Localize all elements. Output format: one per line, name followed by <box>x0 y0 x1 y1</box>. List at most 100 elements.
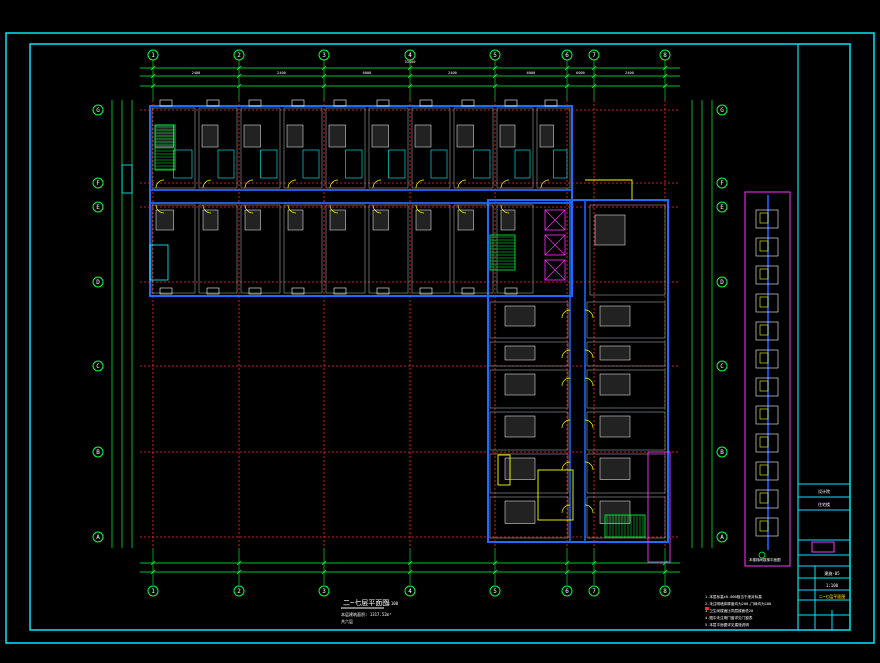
stair-detail-room <box>755 377 779 397</box>
axis-left-D-label: D <box>96 279 100 286</box>
bathroom-lower <box>500 209 516 231</box>
axis-bottom-3-circle <box>318 585 330 597</box>
window-tag <box>419 287 433 295</box>
floor-plan <box>121 99 671 563</box>
bathroom-right <box>599 345 631 361</box>
title-block-sheet: 二~七层平面图 <box>819 593 845 599</box>
note-marker <box>705 607 709 610</box>
bathroom-lower <box>287 209 304 231</box>
bathroom-upper <box>456 124 474 148</box>
axis-bottom-6-circle <box>561 585 573 597</box>
stair-detail-room <box>755 237 779 257</box>
door-swing <box>561 377 571 387</box>
room-lower <box>198 204 238 294</box>
title-block-project: 住宅楼 <box>818 501 830 507</box>
door-swing <box>584 504 594 514</box>
stair-detail-fixture <box>759 352 769 364</box>
door-swing <box>155 204 165 214</box>
bathroom-lower <box>155 209 174 231</box>
door-swing <box>561 504 571 514</box>
stair-detail-room <box>755 265 779 285</box>
bathroom-lower <box>329 209 346 231</box>
door-swing <box>202 179 212 189</box>
dim-label: 6000 <box>527 71 536 75</box>
stair-detail-room <box>755 349 779 369</box>
axis-top-2-circle <box>233 49 245 61</box>
title-block: 设计院 住宅楼 建施-05 1:100 二~七层平面图 <box>798 483 850 630</box>
note-3: 3.卫生间楼面比同层楼面低20 <box>705 608 753 613</box>
fixture <box>173 149 193 179</box>
bathroom-lower <box>372 209 389 231</box>
dim-label: 2400 <box>448 71 457 75</box>
axis-left-G-label: G <box>96 107 100 114</box>
dim-label: 2400 <box>192 71 201 75</box>
title-block-scale: 1:100 <box>826 583 839 588</box>
title-block-company: 设计院 <box>818 488 830 494</box>
elevator-shaft <box>544 234 566 256</box>
room-upper <box>325 107 366 189</box>
stair-detail-room <box>755 461 779 481</box>
stair-detail-room <box>755 489 779 509</box>
door-swing <box>244 204 254 214</box>
axis-bottom-6-label: 6 <box>565 588 569 595</box>
room-right-east <box>586 496 666 539</box>
dim-label: 6000 <box>576 71 585 75</box>
door-swing <box>584 419 594 429</box>
axis-top-1-label: 1 <box>151 52 155 59</box>
axis-top-4-circle <box>404 49 416 61</box>
door-swing <box>415 204 425 214</box>
room-upper <box>496 107 534 189</box>
stair-detail-fixture <box>759 212 769 224</box>
stair-detail-fixture <box>759 296 769 308</box>
door-swing <box>329 204 339 214</box>
stair-left <box>154 124 176 171</box>
stair-detail-fixture <box>759 520 769 532</box>
bathroom-upper <box>539 124 554 148</box>
door-swing <box>202 204 212 214</box>
fixture <box>302 149 320 179</box>
fixture <box>473 149 491 179</box>
fixture <box>388 149 406 179</box>
elevator-x <box>544 234 566 256</box>
stair-detail-room <box>755 433 779 453</box>
stair-detail-bubble <box>758 551 766 559</box>
axis-bottom-5-circle <box>489 585 501 597</box>
axis-right-G-label: G <box>720 107 724 114</box>
axis-right-D-circle <box>716 276 728 288</box>
axis-left-F-label: F <box>96 180 100 187</box>
stair-detail-fixture <box>759 408 769 420</box>
room-upper <box>411 107 451 189</box>
axis-right-C-label: C <box>720 363 724 370</box>
axis-left-D-circle <box>92 276 104 288</box>
bathroom-right <box>504 457 536 480</box>
bathroom-right <box>594 214 626 246</box>
right-wing-outline <box>487 199 669 543</box>
axis-left-F-circle <box>92 177 104 189</box>
door-swing <box>561 309 571 319</box>
room-lower <box>240 204 281 294</box>
title-block-drawing-no: 建施-05 <box>824 570 840 576</box>
note-1: 1.本层标高±0.000相当于绝对标高 <box>705 594 762 599</box>
axis-right-A-circle <box>716 531 728 543</box>
axis-right-D-label: D <box>720 279 724 286</box>
room-right-west <box>489 453 569 494</box>
room-upper <box>368 107 409 189</box>
room-lower <box>325 204 366 294</box>
room-right-west <box>489 411 569 451</box>
fixture <box>217 149 235 179</box>
bathroom-right <box>504 305 536 327</box>
door-swing <box>329 179 339 189</box>
axis-bottom-4-label: 4 <box>408 588 412 595</box>
stair-detail-fixture <box>759 240 769 252</box>
drawing-scale: 1:100 <box>386 601 399 606</box>
axis-top-7-circle <box>588 49 600 61</box>
axis-top-7-label: 7 <box>592 52 596 59</box>
door-swing <box>561 419 571 429</box>
axis-left-E-label: E <box>96 204 100 211</box>
balcony <box>149 244 169 281</box>
stair-detail-fixture <box>759 492 769 504</box>
